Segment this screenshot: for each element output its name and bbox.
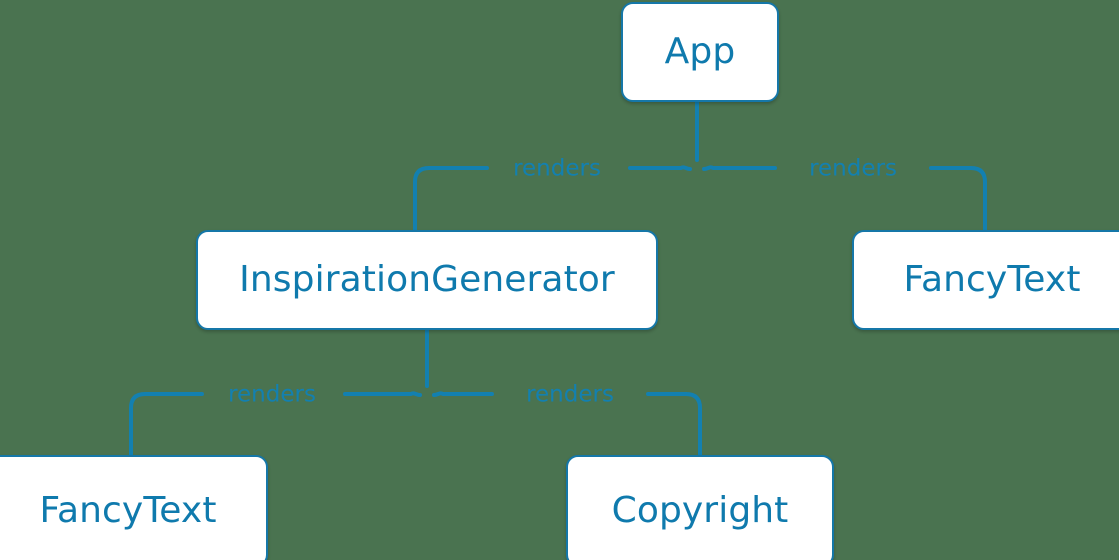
node-fancytext-left-label: FancyText bbox=[39, 490, 217, 531]
node-app-label: App bbox=[664, 31, 736, 72]
edge-label-inspirationgenerator-to-copyright: renders bbox=[526, 381, 614, 408]
node-app[interactable]: App bbox=[621, 2, 779, 102]
edge-app-to-fancytext-right-b bbox=[929, 166, 987, 232]
node-inspirationgenerator-label: InspirationGenerator bbox=[239, 259, 615, 300]
edge-app-to-inspirationgenerator-left bbox=[413, 166, 489, 232]
edge-label-inspirationgenerator-to-fancytext-left: renders bbox=[228, 381, 316, 408]
edge-app-to-fancytext-right-a bbox=[702, 165, 777, 171]
edge-label-app-to-inspirationgenerator: renders bbox=[513, 155, 601, 182]
edge-inspirationgenerator-to-copyright-a bbox=[432, 391, 494, 397]
node-copyright-label: Copyright bbox=[611, 490, 789, 531]
edge-inspirationgenerator-to-fancytext-b bbox=[129, 392, 204, 457]
node-fancytext-right[interactable]: FancyText bbox=[852, 230, 1119, 330]
node-inspirationgenerator[interactable]: InspirationGenerator bbox=[196, 230, 658, 330]
edge-inspirationgenerator-to-copyright-b bbox=[646, 392, 702, 457]
node-fancytext-right-label: FancyText bbox=[903, 259, 1081, 300]
node-fancytext-left[interactable]: FancyText bbox=[0, 455, 268, 560]
edge-inspirationgenerator-to-fancytext-a bbox=[343, 391, 422, 397]
node-copyright[interactable]: Copyright bbox=[566, 455, 834, 560]
edge-app-to-inspirationgenerator bbox=[628, 165, 692, 171]
edge-label-app-to-fancytext-right: renders bbox=[809, 155, 897, 182]
